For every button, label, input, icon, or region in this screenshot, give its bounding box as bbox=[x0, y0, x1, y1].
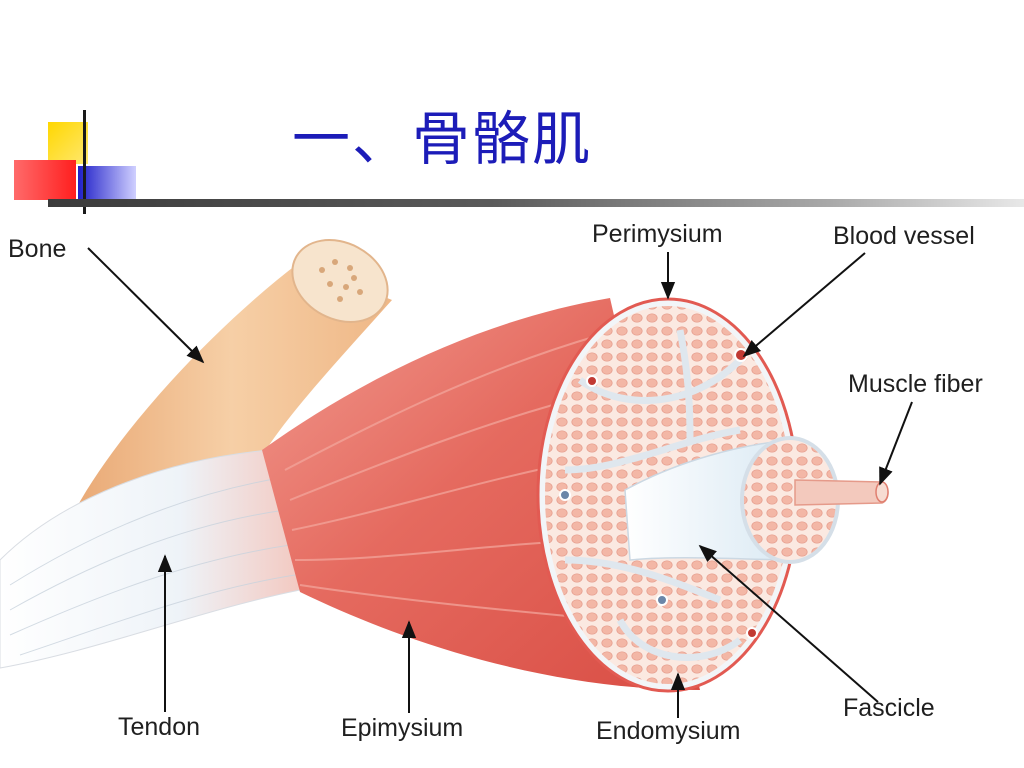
blue-square bbox=[78, 166, 136, 200]
blood-vessel-arrow bbox=[742, 252, 866, 358]
label-bone: Bone bbox=[8, 235, 67, 263]
label-blood-vessel: Blood vessel bbox=[833, 222, 975, 250]
vertical-line bbox=[83, 110, 86, 214]
corner-decoration bbox=[0, 100, 150, 220]
yellow-square bbox=[48, 122, 88, 164]
label-fascicle: Fascicle bbox=[843, 694, 935, 722]
label-perimysium: Perimysium bbox=[592, 220, 723, 248]
fascicle-arrow bbox=[698, 544, 879, 703]
muscle-fiber-arrow bbox=[879, 401, 913, 486]
slide-title: 一、骨骼肌 bbox=[292, 105, 593, 173]
title-underline bbox=[48, 199, 1024, 207]
fascicle-protrusion bbox=[624, 436, 889, 564]
bone-arrow bbox=[87, 247, 205, 364]
label-epimysium: Epimysium bbox=[341, 714, 464, 742]
red-square bbox=[14, 160, 76, 200]
label-tendon: Tendon bbox=[118, 713, 201, 741]
label-endomysium: Endomysium bbox=[596, 717, 741, 745]
label-muscle-fiber: Muscle fiber bbox=[848, 370, 983, 398]
